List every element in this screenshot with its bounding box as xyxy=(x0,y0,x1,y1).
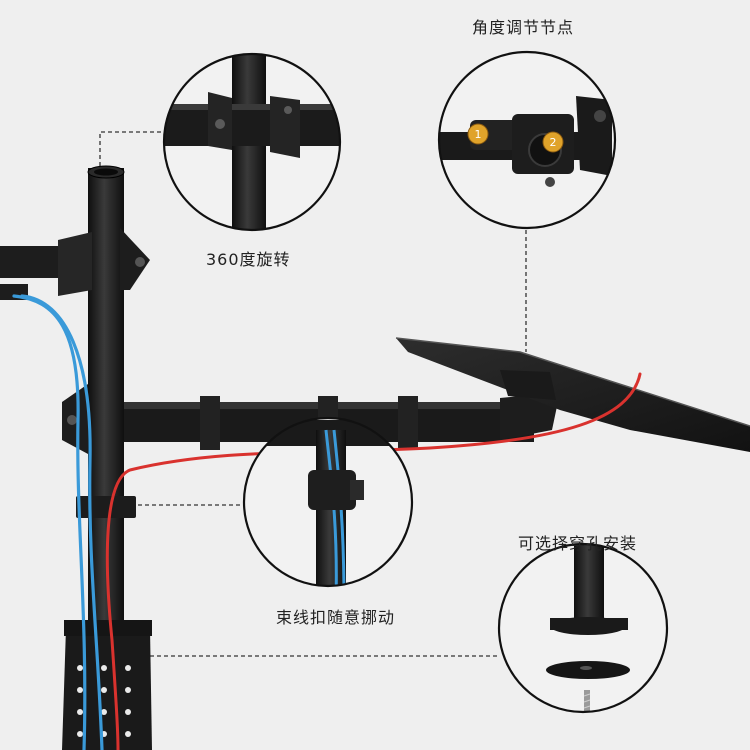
cable-clip-label: 束线扣随意挪动 xyxy=(276,608,396,627)
grommet-label: 可选择穿孔安装 xyxy=(518,534,638,553)
vesa-plate xyxy=(395,337,750,452)
callout-pole-joint xyxy=(162,52,342,232)
pole-cable-clip xyxy=(76,496,136,518)
adjust-knob-1-icon xyxy=(467,123,489,145)
knob-1-number: 1 xyxy=(475,128,482,141)
rotation-label: 360度旋转 xyxy=(206,250,291,269)
desk-clamp-base xyxy=(62,620,152,750)
angle-adjust-label: 角度调节节点 xyxy=(472,18,575,37)
callout-grommet xyxy=(497,542,669,714)
adjust-knob-2-icon xyxy=(542,131,564,153)
callout-cable-clip xyxy=(242,416,414,588)
knob-2-number: 2 xyxy=(550,136,557,149)
callout-angle-nodes: 1 2 xyxy=(437,50,617,230)
cables xyxy=(12,294,642,750)
upper-arm xyxy=(0,228,150,300)
